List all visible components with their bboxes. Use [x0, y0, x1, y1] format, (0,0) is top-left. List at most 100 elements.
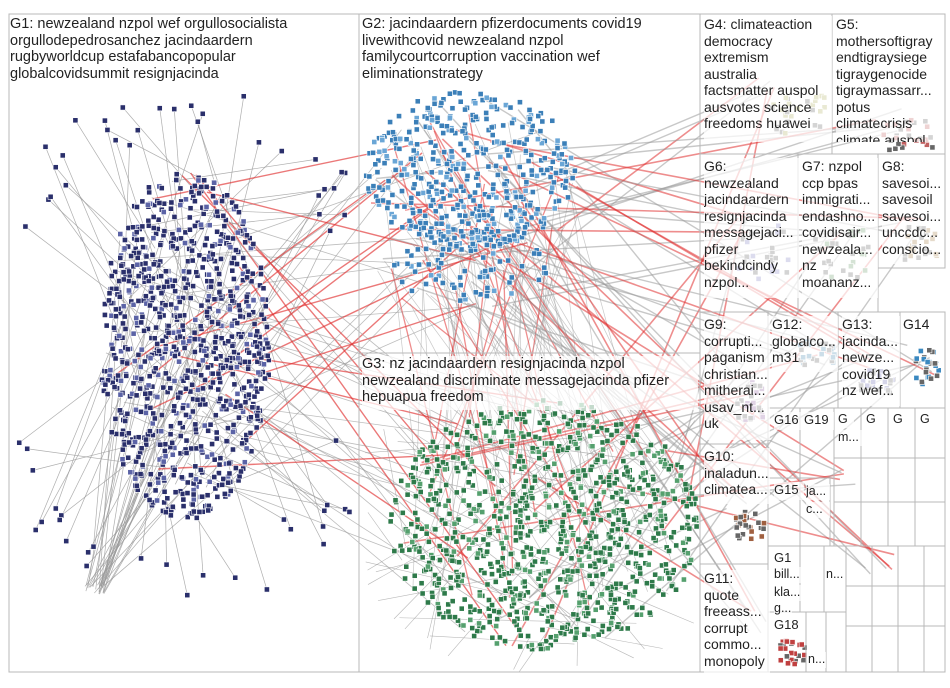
g2-node: [568, 155, 573, 160]
g3-node: [583, 473, 588, 478]
g1-peripheral-node: [60, 153, 65, 158]
g2-node: [501, 140, 506, 145]
cell-label: G: [920, 412, 936, 428]
g2-node: [461, 234, 466, 239]
g1-node: [171, 473, 176, 478]
g2-node: [414, 127, 419, 132]
g3-node: [647, 512, 652, 517]
g1-peripheral-node: [241, 94, 246, 99]
g1-node: [190, 258, 195, 263]
g2-node: [377, 149, 382, 154]
g1-node: [163, 510, 168, 515]
g2-node: [524, 137, 529, 142]
g3-node: [615, 527, 620, 532]
g1-peripheral-node: [53, 165, 58, 170]
g3-node: [577, 557, 582, 562]
g1-node: [156, 217, 161, 222]
g1-node: [114, 286, 119, 291]
g2-node: [506, 153, 511, 158]
group-frame: [924, 586, 945, 626]
g3-node: [499, 439, 504, 444]
g3-node: [527, 569, 532, 574]
g2-node: [450, 106, 455, 111]
g2-node: [409, 288, 414, 293]
g3-node: [622, 519, 627, 524]
g2-node: [394, 204, 399, 209]
g3-node: [509, 443, 514, 448]
g3-node: [469, 459, 474, 464]
g3-node: [430, 594, 435, 599]
g2-node: [489, 208, 494, 213]
g1-node: [152, 416, 157, 421]
g3-node: [467, 546, 472, 551]
g2-node: [508, 105, 513, 110]
small-group-node: [887, 147, 892, 152]
g3-node: [624, 527, 629, 532]
g2-node: [439, 189, 444, 194]
g1-node: [265, 341, 270, 346]
g3-node: [615, 624, 620, 629]
g2-node: [506, 258, 511, 263]
g2-node: [404, 137, 409, 142]
g1-node: [245, 269, 250, 274]
g3-node: [534, 608, 539, 613]
edge: [686, 90, 767, 507]
g3-node: [558, 577, 563, 582]
g3-node: [430, 439, 435, 444]
g1-node: [217, 271, 222, 276]
g3-node: [437, 544, 442, 549]
g3-node: [569, 525, 574, 530]
g3-node: [452, 530, 457, 535]
g2-node: [512, 233, 517, 238]
g2-node: [430, 118, 435, 123]
g2-node: [488, 267, 493, 272]
g1-node: [214, 430, 219, 435]
g3-node: [433, 527, 438, 532]
g3-node: [447, 614, 452, 619]
g2-node: [449, 149, 454, 154]
g3-node: [672, 496, 677, 501]
g1-peripheral-node: [73, 118, 78, 123]
g2-node: [501, 123, 506, 128]
g1-node: [180, 323, 185, 328]
g3-node: [529, 642, 534, 647]
g1-node: [152, 336, 157, 341]
g1-node: [190, 409, 195, 414]
g1-node: [136, 435, 141, 440]
g1-node: [253, 378, 258, 383]
g3-node: [451, 455, 456, 460]
g3-node: [596, 632, 601, 637]
small-group-node: [896, 141, 901, 146]
g2-node: [482, 212, 487, 217]
g1-node: [162, 448, 167, 453]
g3-node: [582, 599, 587, 604]
g1-node: [202, 242, 207, 247]
g1-peripheral-node: [164, 562, 169, 567]
g3-node: [521, 412, 526, 417]
small-group-node: [792, 661, 797, 666]
g2-node: [495, 172, 500, 177]
g3-node: [611, 509, 616, 514]
g3-node: [543, 494, 548, 499]
g1-node: [208, 284, 213, 289]
g1-node: [213, 340, 218, 345]
g3-node: [594, 419, 599, 424]
g1-node: [241, 219, 246, 224]
g1-node: [205, 493, 210, 498]
g2-node: [441, 130, 446, 135]
cell-label: kla...: [774, 585, 802, 601]
small-group-node: [761, 521, 766, 526]
g2-node: [504, 212, 509, 217]
g3-node: [499, 541, 504, 546]
g1-node: [179, 475, 184, 480]
g1-node: [255, 413, 260, 418]
g3-node: [560, 519, 565, 524]
g1-node: [212, 457, 217, 462]
g2-node: [548, 174, 553, 179]
g1-peripheral-node: [25, 446, 30, 451]
g1-node: [261, 286, 266, 291]
g3-node: [682, 564, 687, 569]
g1-node: [195, 387, 200, 392]
g1-node: [126, 440, 131, 445]
g3-node: [485, 542, 490, 547]
